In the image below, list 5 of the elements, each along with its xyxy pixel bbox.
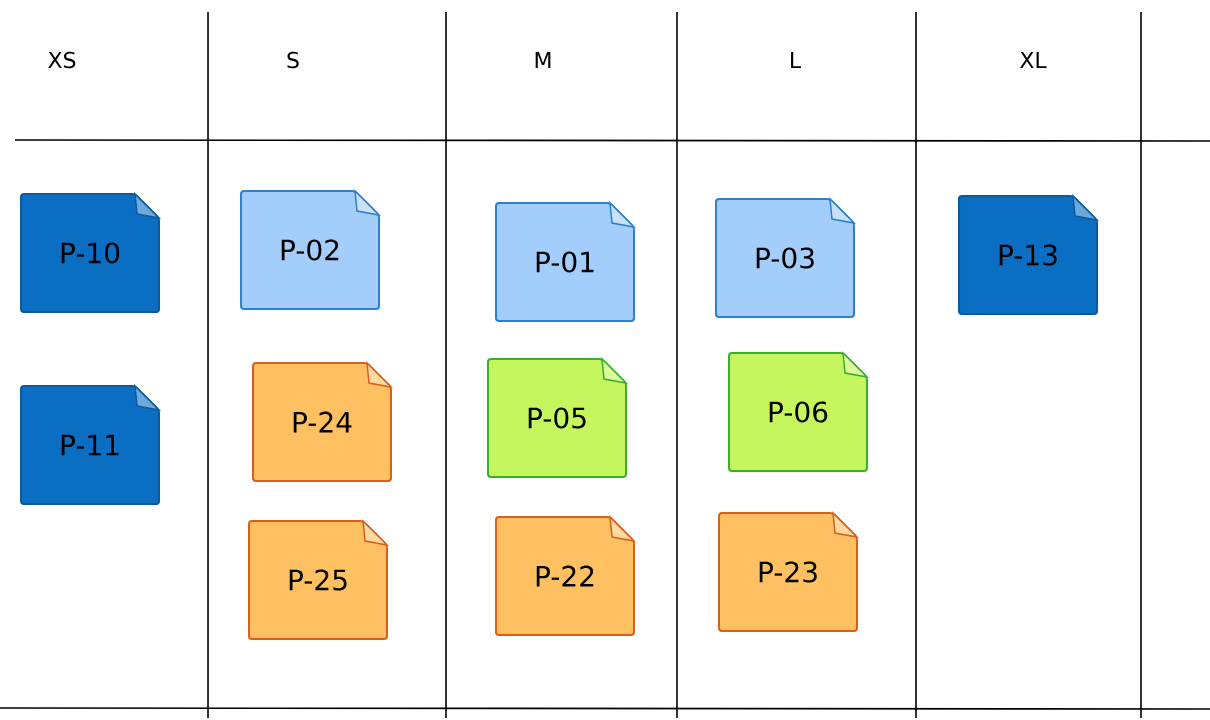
column-heading: S	[287, 51, 299, 69]
column-heading: XL	[1020, 51, 1047, 68]
column-heading: L	[791, 51, 801, 68]
column-heading: XS	[48, 51, 76, 69]
column-heading: M	[535, 51, 551, 68]
